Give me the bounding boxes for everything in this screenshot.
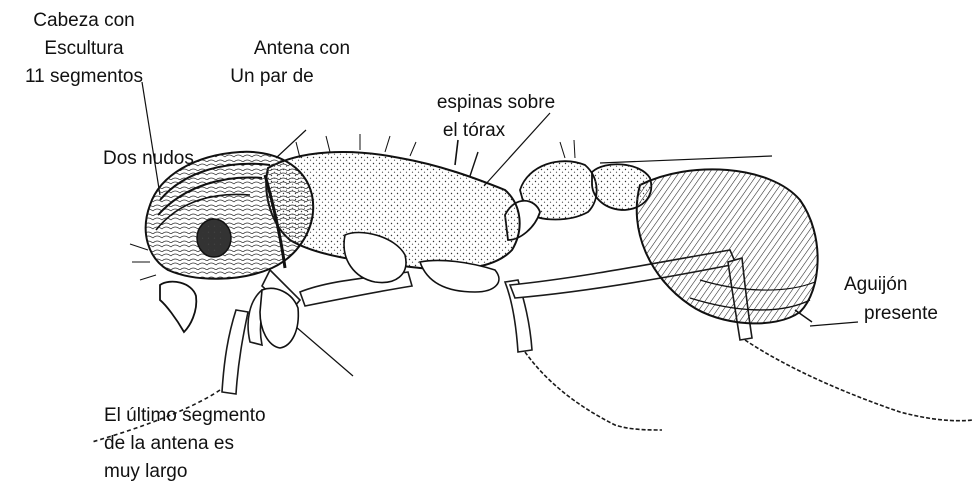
mid-tarsus: [525, 352, 662, 430]
label-last-segment-l2: de la antena es: [104, 433, 234, 454]
leader-head: [142, 82, 160, 195]
label-spines-l2: el tórax: [443, 120, 506, 141]
label-last-segment-l1: El último segmento: [104, 405, 266, 426]
leader-segment: [288, 320, 353, 376]
label-antenna-l2: Un par de: [230, 66, 313, 87]
leader-antenna: [276, 130, 306, 158]
label-spines-l1: espinas sobre: [437, 92, 555, 113]
petiole-nodes: [505, 161, 651, 240]
hind-tarsus: [745, 340, 972, 421]
front-lower-leg: [222, 310, 248, 394]
label-head-l2: Escultura: [44, 38, 124, 59]
label-stinger-l2: presente: [864, 303, 938, 324]
label-antenna-segments: 11 segmentos: [25, 66, 143, 87]
label-antenna-l1: Antena con: [254, 38, 350, 59]
label-last-segment-l3: muy largo: [104, 461, 187, 482]
mandible: [160, 282, 196, 332]
gaster: [637, 169, 818, 323]
label-nodes: Dos nudos: [103, 148, 194, 169]
leader-nodes: [600, 156, 772, 163]
node-2: [592, 164, 651, 210]
label-head-l1: Cabeza con: [33, 10, 134, 31]
leader-stinger: [810, 322, 858, 326]
label-stinger-l1: Aguijón: [844, 274, 907, 295]
